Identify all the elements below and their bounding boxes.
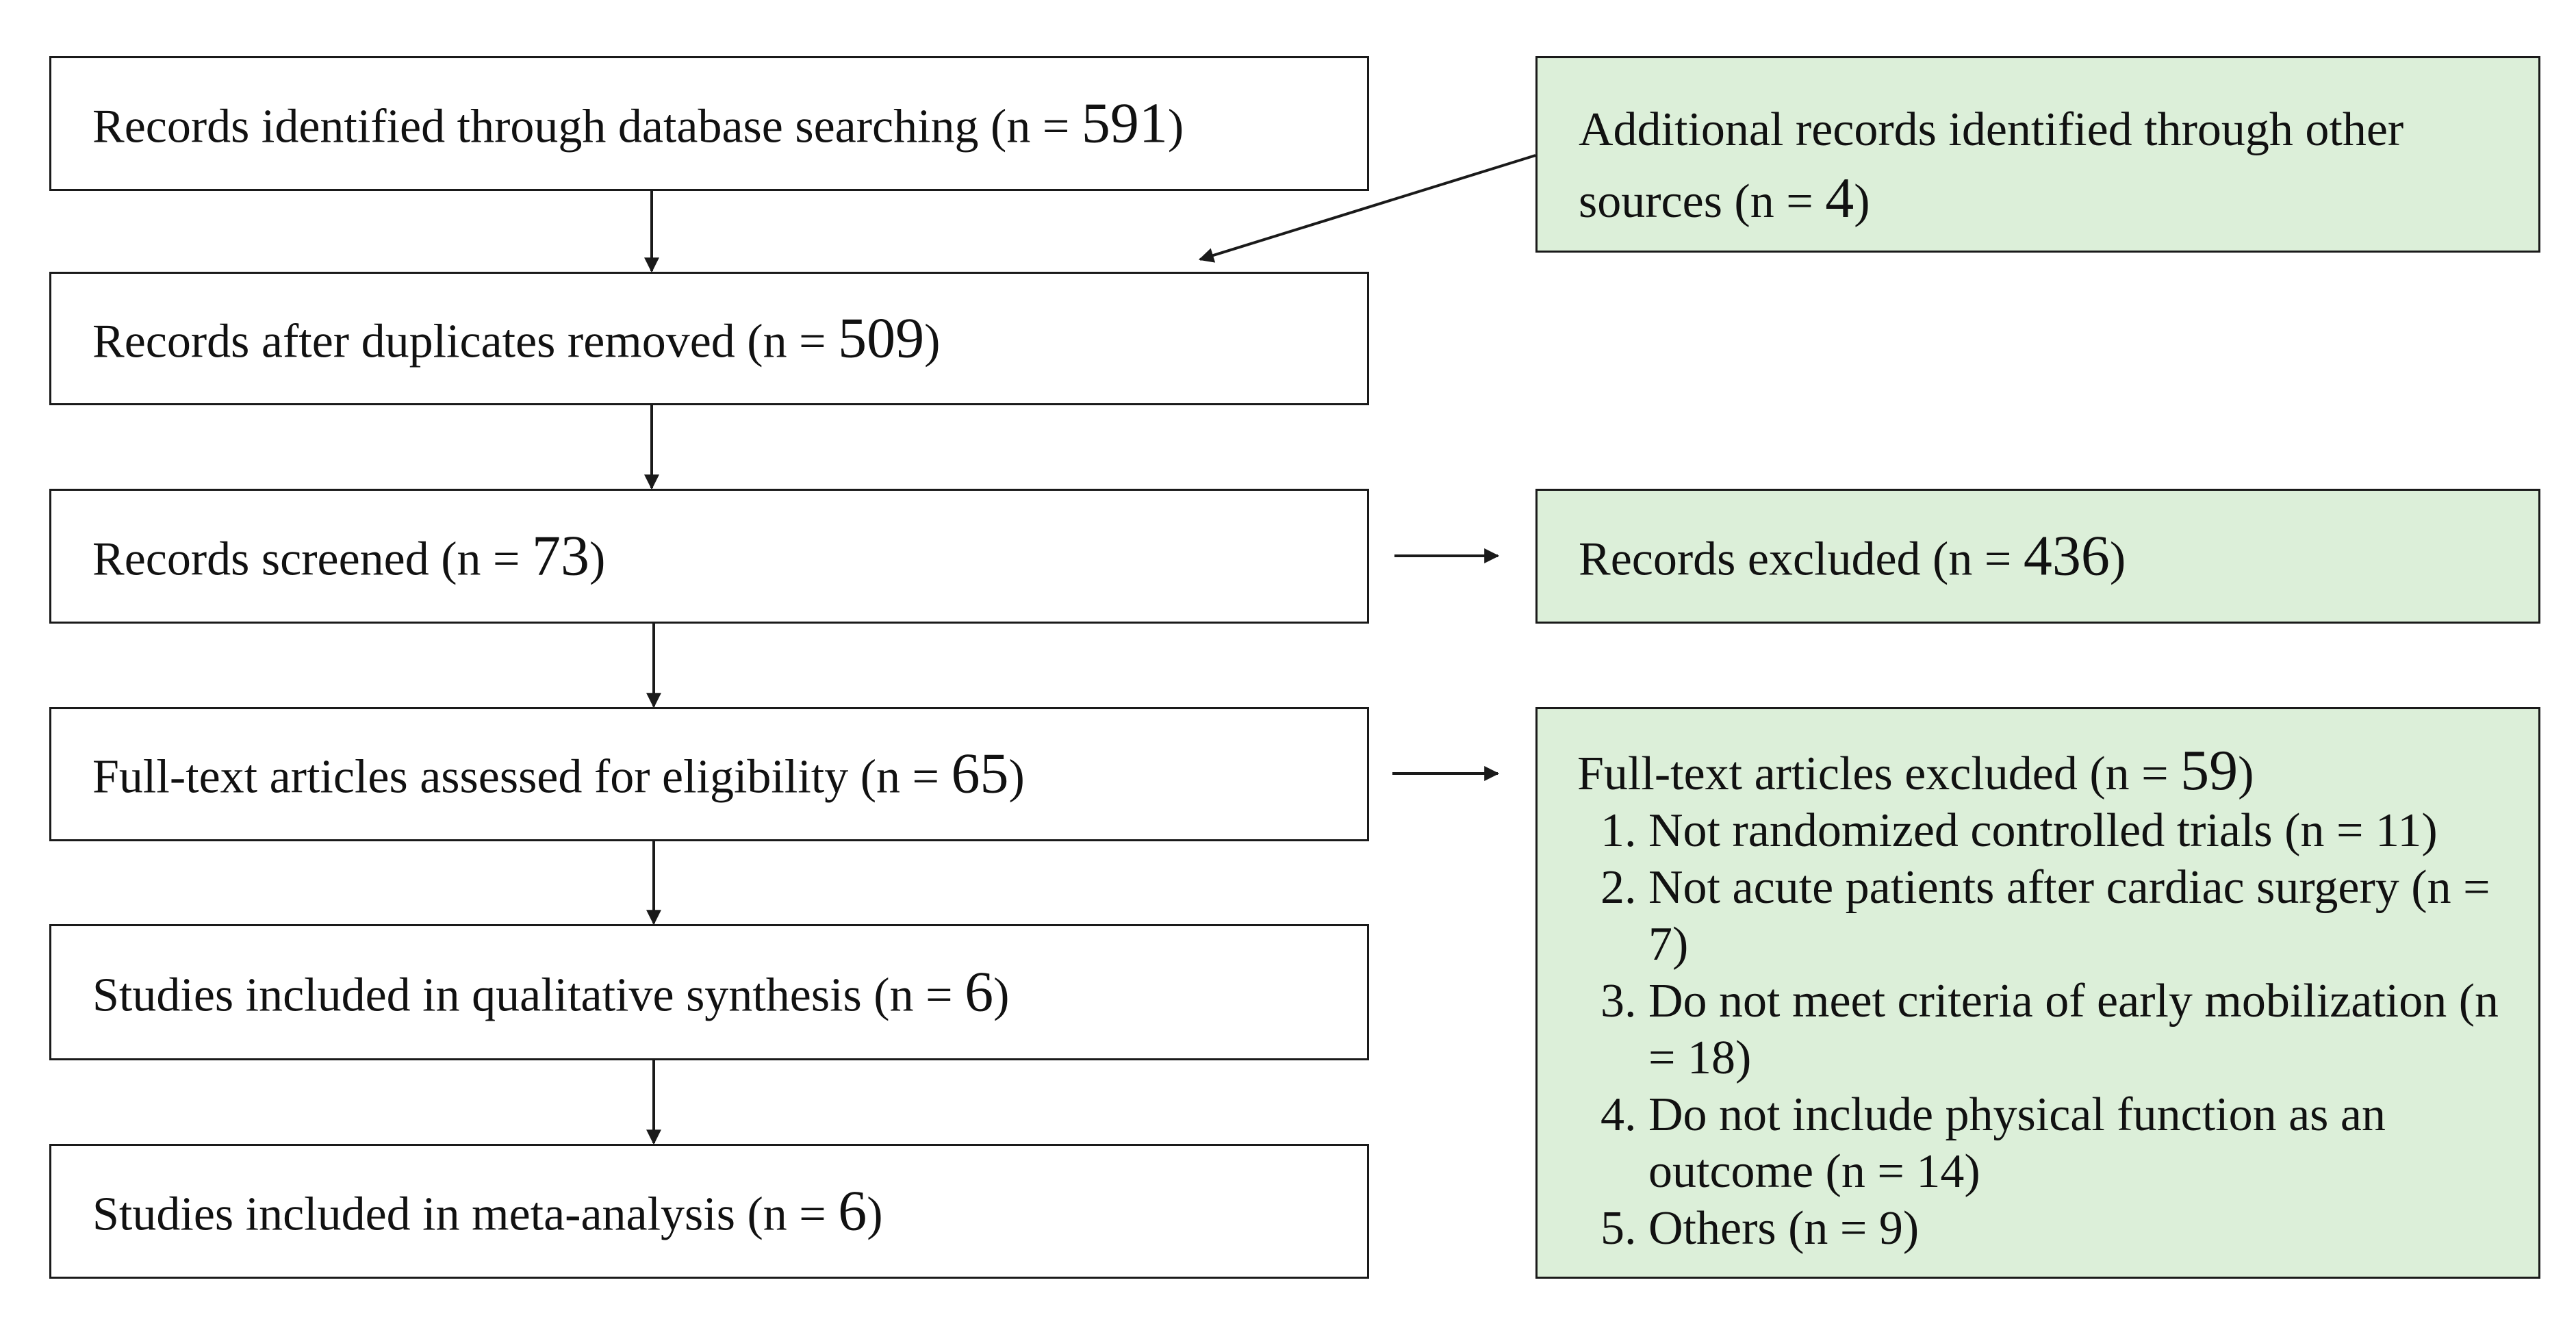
box-count: 65 [951, 741, 1009, 806]
box-text: Studies included in qualitative synthesi… [92, 969, 965, 1022]
box-fulltext-assessed: Full-text articles assessed for eligibil… [49, 707, 1369, 841]
box-close: ) [589, 533, 606, 586]
box-additional-records: Additional records identified through ot… [1535, 56, 2540, 253]
exclusion-reasons-list: 1.Not randomized controlled trials (n = … [1577, 802, 2518, 1257]
reason-text: Others (n = 9) [1648, 1202, 1920, 1255]
box-text: Records after duplicates removed (n = [92, 315, 839, 368]
exclusion-reason: 3.Do not meet criteria of early mobiliza… [1577, 973, 2518, 1086]
reason-text: Do not include physical function as an o… [1648, 1088, 2386, 1198]
box-meta-analysis: Studies included in meta-analysis (n = 6… [49, 1144, 1369, 1279]
reason-index: 5. [1601, 1202, 1637, 1255]
box-close: ) [867, 1188, 883, 1241]
box-text: Records identified through database sear… [92, 100, 1082, 153]
box-close: ) [1167, 100, 1184, 153]
exclusion-reason: 2.Not acute patients after cardiac surge… [1577, 859, 2518, 973]
box-close: ) [993, 969, 1010, 1022]
box-records-screened: Records screened (n = 73) [49, 489, 1369, 624]
box-text: Records screened (n = [92, 533, 532, 586]
box-text: Records excluded (n = [1579, 533, 2024, 586]
box-count: 59 [2180, 739, 2239, 802]
reason-index: 2. [1601, 861, 1637, 914]
box-count: 4 [1825, 166, 1854, 230]
box-text: Full-text articles excluded (n = [1577, 748, 2181, 800]
reason-index: 1. [1601, 804, 1637, 857]
box-close: ) [924, 315, 941, 368]
box-text: Additional records identified through ot… [1579, 103, 2404, 228]
exclusion-reason: 4.Do not include physical function as an… [1577, 1086, 2518, 1200]
box-after-duplicates: Records after duplicates removed (n = 50… [49, 272, 1369, 405]
box-close: ) [1008, 750, 1025, 804]
box-close: ) [1854, 175, 1870, 228]
box-count: 6 [838, 1179, 867, 1243]
box-qualitative-synthesis: Studies included in qualitative synthesi… [49, 924, 1369, 1060]
box-fulltext-excluded: Full-text articles excluded (n = 59) 1.N… [1535, 707, 2540, 1279]
arrow-additional-to-duplicates [1198, 154, 1536, 263]
box-close: ) [2238, 748, 2254, 800]
exclusion-content: Full-text articles excluded (n = 59) 1.N… [1577, 742, 2518, 1257]
exclusion-heading: Full-text articles excluded (n = 59) [1577, 742, 2518, 802]
box-text: Studies included in meta-analysis (n = [92, 1188, 839, 1241]
box-records-identified: Records identified through database sear… [49, 56, 1369, 191]
reason-index: 3. [1601, 975, 1637, 1027]
box-records-excluded: Records excluded (n = 436) [1535, 489, 2540, 624]
box-count: 509 [838, 306, 925, 370]
exclusion-reason: 1.Not randomized controlled trials (n = … [1577, 802, 2518, 859]
box-close: ) [2109, 533, 2126, 586]
reason-index: 4. [1601, 1088, 1637, 1141]
exclusion-reason: 5.Others (n = 9) [1577, 1200, 2518, 1257]
reason-text: Not randomized controlled trials (n = 11… [1648, 804, 2438, 857]
box-count: 6 [965, 960, 994, 1024]
box-count: 436 [2023, 524, 2110, 588]
reason-text: Not acute patients after cardiac surgery… [1648, 861, 2490, 971]
box-count: 73 [532, 524, 589, 588]
box-text: Full-text articles assessed for eligibil… [92, 750, 952, 804]
box-count: 591 [1081, 91, 1168, 155]
reason-text: Do not meet criteria of early mobilizati… [1648, 975, 2499, 1084]
